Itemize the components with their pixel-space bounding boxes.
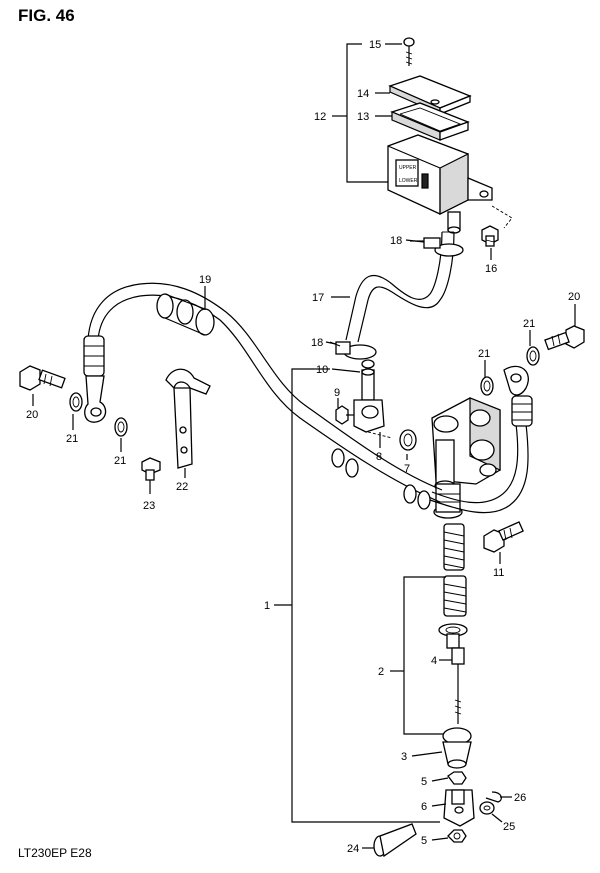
- banjo-bolt-11: [483, 521, 524, 553]
- master-cylinder-body: [431, 397, 501, 519]
- bolt-20-right: [544, 325, 585, 351]
- callout-5-upper: 5: [421, 776, 427, 788]
- callout-3: 3: [401, 751, 407, 763]
- hose-bracket-22: [165, 368, 211, 469]
- callout-4: 4: [431, 655, 437, 667]
- callout-12: 12: [314, 111, 326, 123]
- model-code-label: LT230EP E28: [18, 846, 92, 860]
- callout-23: 23: [143, 500, 155, 512]
- centerline-16: [491, 205, 513, 229]
- hose-sleeve: [331, 448, 431, 510]
- washer-21-left-a: [69, 392, 83, 412]
- clamp-18-lower: [329, 341, 377, 369]
- right-brake-hose: [429, 365, 533, 514]
- bolt-23: [141, 457, 161, 481]
- callout-24: 24: [347, 843, 359, 855]
- bolt-16: [481, 225, 499, 247]
- callout-21-a: 21: [523, 318, 535, 330]
- diaphragm-13: [390, 102, 470, 141]
- cup-seal: [438, 623, 468, 649]
- washer-25: [479, 801, 495, 815]
- hose-connector-8: [353, 368, 393, 439]
- reservoir-body: UPPER LOWER: [387, 134, 493, 234]
- clevis-6: [443, 789, 475, 827]
- clamp-18-upper: [410, 237, 464, 257]
- callouts: 1 2 3 4 5 5 6 7 8 9 10 11 12 13 14 15 16…: [26, 39, 580, 855]
- bolt-9: [335, 405, 354, 425]
- boot-3: [442, 727, 472, 769]
- callout-22: 22: [176, 481, 188, 493]
- lower-mark: LOWER: [399, 178, 418, 184]
- callout-11: 11: [493, 567, 504, 579]
- callout-1: 1: [264, 600, 270, 612]
- callout-20-right: 20: [568, 291, 580, 303]
- callout-2: 2: [378, 666, 384, 678]
- callout-10: 10: [316, 364, 328, 376]
- brake-hose-19: [83, 282, 443, 510]
- callout-15: 15: [369, 39, 381, 51]
- callout-6: 6: [421, 801, 427, 813]
- callout-18-upper: 18: [390, 235, 402, 247]
- callout-25: 25: [503, 821, 515, 833]
- figure-title: FIG. 46: [18, 6, 75, 25]
- callout-21-d: 21: [114, 455, 126, 467]
- upper-mark: UPPER: [399, 165, 417, 171]
- cotter-pin-26: [485, 791, 502, 803]
- washer-21-right-a: [480, 376, 494, 396]
- leader-lines: [32, 43, 576, 849]
- callout-19: 19: [199, 274, 211, 286]
- boot-spring: [443, 523, 465, 571]
- callout-16: 16: [485, 263, 497, 275]
- reservoir-assembly: UPPER LOWER: [346, 37, 513, 247]
- bolt-20-left: [19, 365, 66, 391]
- clevis-pin-24: [373, 823, 417, 858]
- callout-21-c: 21: [66, 433, 78, 445]
- nut-5-upper: [447, 771, 467, 785]
- bracket-12: [346, 43, 395, 183]
- callout-14: 14: [357, 88, 369, 100]
- piston-spring: [443, 575, 467, 617]
- o-ring-7: [399, 429, 417, 451]
- washer-21-right-b: [526, 346, 540, 366]
- washer-21-left-b: [114, 417, 128, 437]
- screw-15: [403, 37, 415, 66]
- nut-5-lower: [447, 829, 467, 843]
- callout-9: 9: [334, 387, 340, 399]
- push-rod-4: [451, 647, 465, 724]
- callout-17: 17: [312, 292, 324, 304]
- callout-8: 8: [376, 451, 382, 463]
- callout-7: 7: [404, 463, 410, 475]
- callout-26: 26: [514, 792, 526, 804]
- callout-21-b: 21: [478, 348, 490, 360]
- callout-13: 13: [357, 111, 369, 123]
- callout-5-lower: 5: [421, 835, 427, 847]
- reservoir-hose-17: [345, 231, 455, 343]
- callout-18-lower: 18: [311, 337, 323, 349]
- callout-20-left: 20: [26, 409, 38, 421]
